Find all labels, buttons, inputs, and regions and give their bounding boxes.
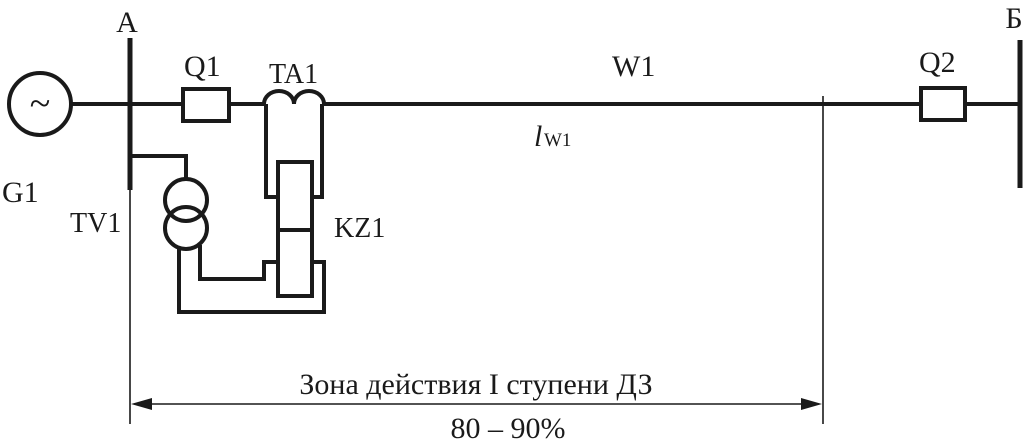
arrow-left-icon	[131, 398, 152, 410]
line-label: W1	[612, 50, 655, 83]
ta1-secondary-left	[264, 104, 278, 199]
bus-a-label: А	[116, 6, 138, 39]
breaker-q1	[181, 87, 231, 123]
generator-label: G1	[2, 176, 39, 209]
breaker-q1-label: Q1	[184, 50, 221, 83]
current-transformer-ta1	[262, 89, 326, 105]
relay-label: KZ1	[334, 213, 385, 244]
tv1-upper-winding	[163, 177, 209, 223]
line-length-subscript: W1	[544, 130, 571, 151]
arrow-right-icon	[801, 398, 822, 410]
tv1-lower-winding	[163, 205, 209, 251]
breaker-q2-label: Q2	[919, 46, 956, 79]
tv1-secondary-outer	[177, 248, 326, 314]
zone-percent: 80 – 90%	[451, 412, 566, 441]
line-length-symbol: l	[534, 120, 542, 153]
breaker-q2	[919, 86, 967, 122]
voltage-transformer-label: TV1	[70, 208, 121, 239]
tilde-icon: ~	[30, 83, 51, 125]
tv1-primary-lead	[130, 154, 188, 180]
current-transformer-label: TA1	[269, 59, 318, 90]
generator-g1: ~	[7, 71, 73, 137]
ta1-secondary-right	[312, 104, 324, 199]
relay-kz1-lower	[276, 228, 314, 298]
relay-kz1-upper	[276, 160, 314, 232]
zone-caption: Зона действия I ступени ДЗ	[299, 368, 652, 401]
voltage-transformer-tv1	[163, 177, 209, 251]
bus-b-label: Б	[1005, 2, 1022, 35]
tv1-secondary-inner	[198, 245, 278, 281]
